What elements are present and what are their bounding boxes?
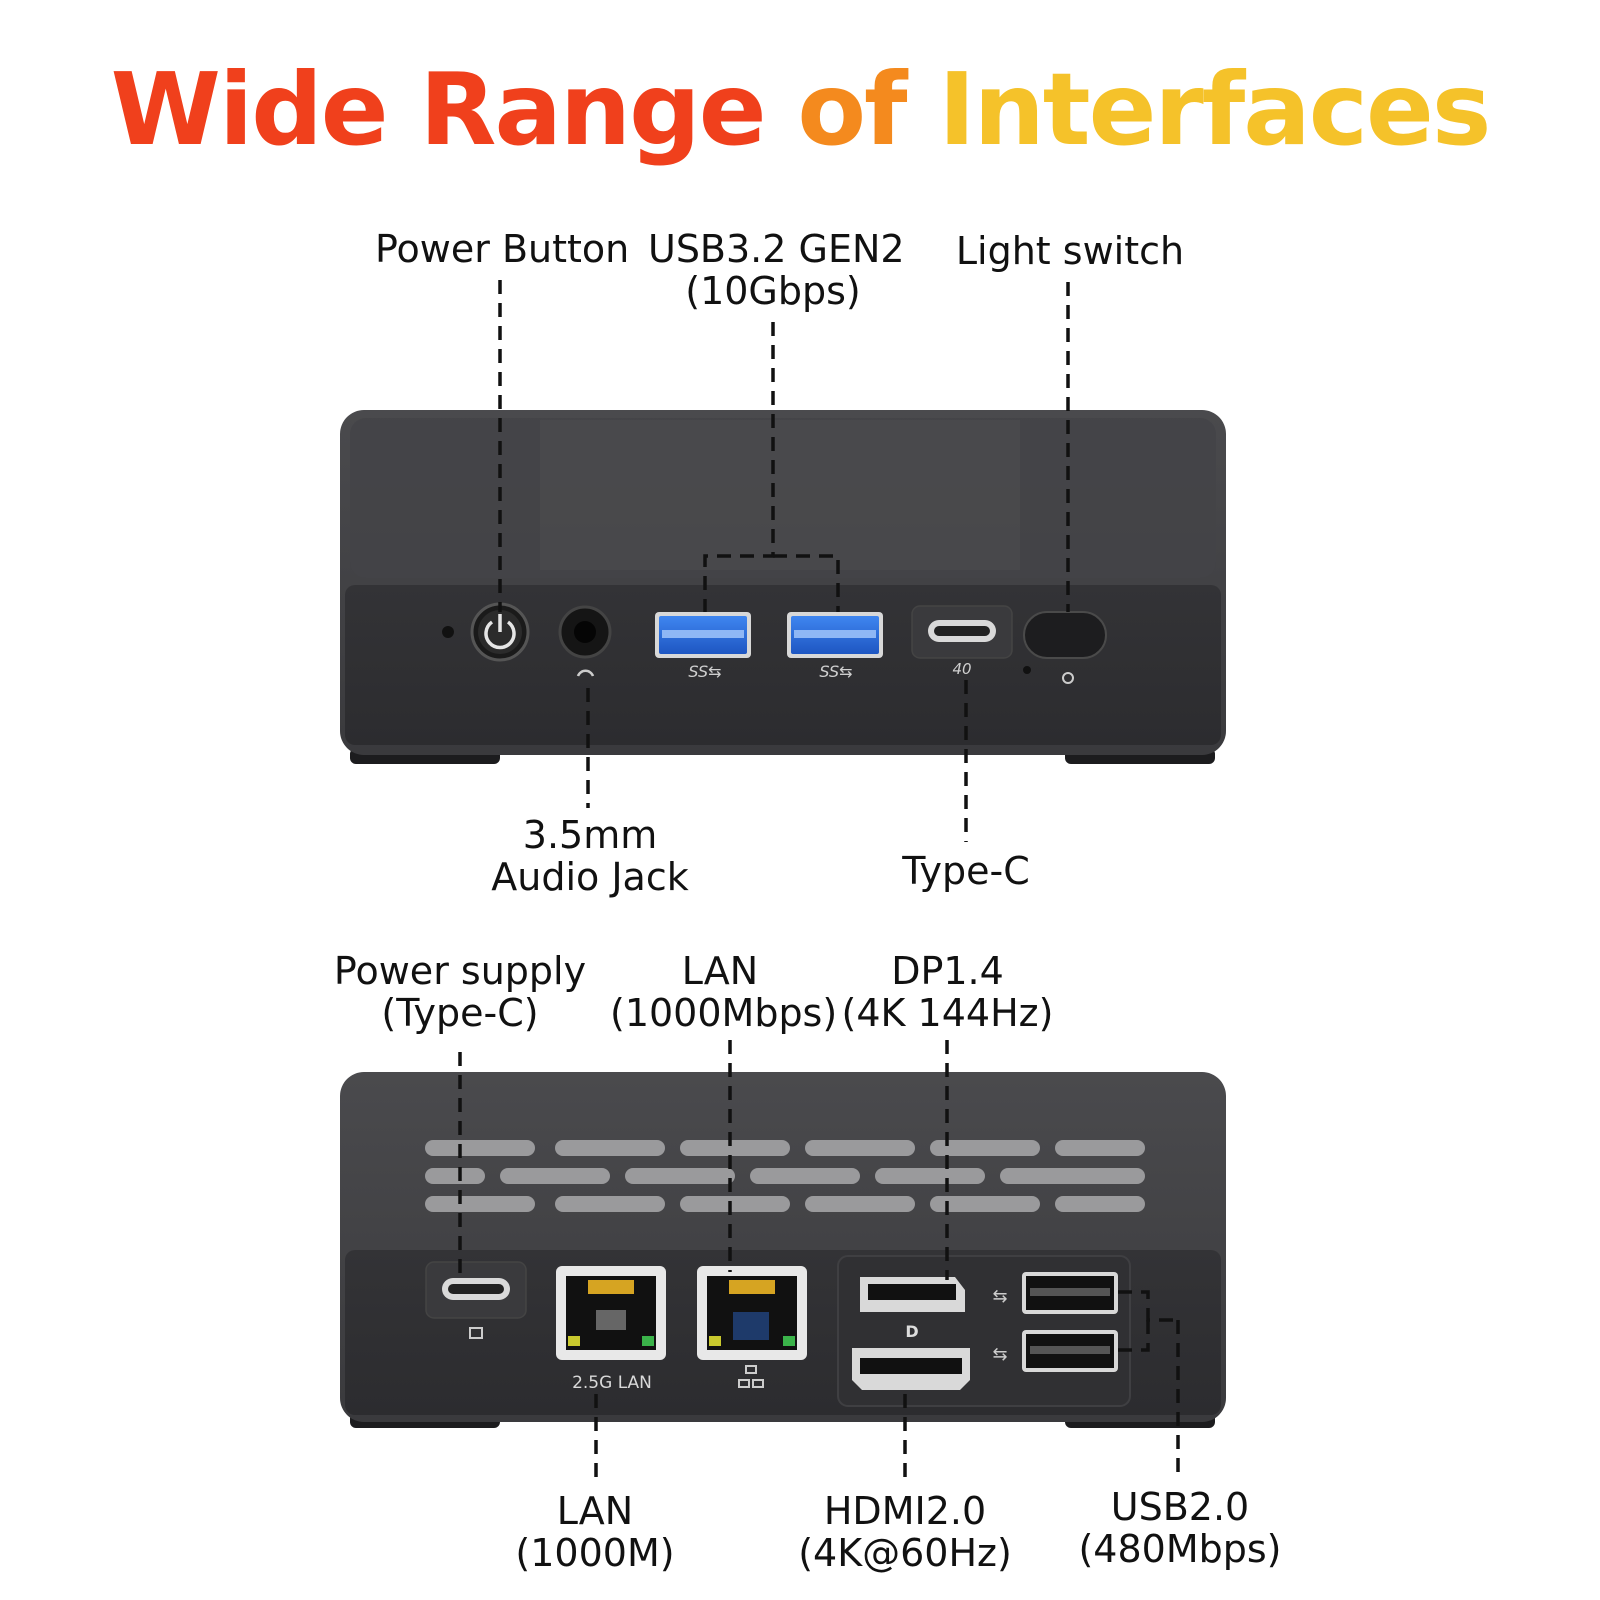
rear-callout-lines xyxy=(458,1040,1180,1480)
title-part-2: of xyxy=(797,51,907,168)
typec-badge-text: 40 xyxy=(952,660,971,678)
label-dp: DP1.4 (4K 144Hz) xyxy=(841,949,1054,1035)
front-unit: SS⇆ SS⇆ 40 xyxy=(340,410,1226,764)
lan-25g-port-label: 2.5G LAN xyxy=(572,1373,652,1393)
rear-unit: D ⇆ ⇆ 2.5G LAN xyxy=(340,1072,1226,1428)
label-usb32: USB3.2 GEN2 (10Gbps) xyxy=(648,227,905,313)
typec-front-port: 40 xyxy=(911,605,1013,678)
power-supply-port xyxy=(425,1261,527,1339)
lan-1000-port xyxy=(697,1266,807,1388)
svg-text:SS⇆: SS⇆ xyxy=(819,662,852,681)
svg-text:⇆: ⇆ xyxy=(992,1344,1007,1365)
title-part-3: Interfaces xyxy=(938,51,1491,168)
label-hdmi: HDMI2.0 (4K@60Hz) xyxy=(798,1489,1012,1575)
label-power-supply: Power supply (Type-C) xyxy=(333,949,587,1035)
label-usb2: USB2.0 (480Mbps) xyxy=(1078,1485,1282,1571)
usb2-port-2: ⇆ xyxy=(992,1330,1118,1372)
svg-text:⇆: ⇆ xyxy=(992,1286,1007,1307)
label-power-button: Power Button xyxy=(375,227,630,271)
front-callout-lines xyxy=(498,280,1070,842)
hdmi-port xyxy=(852,1348,970,1390)
label-light-switch: Light switch xyxy=(955,229,1185,273)
label-typec: Type-C xyxy=(902,849,1030,893)
dp-port: D xyxy=(860,1277,965,1341)
svg-text:SS⇆: SS⇆ xyxy=(688,662,721,681)
svg-text:D: D xyxy=(905,1322,918,1341)
label-lan-top: LAN (1000Mbps) xyxy=(610,949,838,1035)
usb2-port-1: ⇆ xyxy=(992,1272,1118,1314)
label-audio-jack: 3.5mm Audio Jack xyxy=(491,813,689,899)
page-title: Wide Range of Interfaces xyxy=(0,55,1600,165)
title-part-1: Wide Range xyxy=(110,51,767,168)
lan-25g-port xyxy=(556,1266,666,1360)
usb3-port-2: SS⇆ xyxy=(787,612,883,681)
usb3-port-1: SS⇆ xyxy=(655,612,751,681)
light-switch-button xyxy=(1023,611,1107,659)
label-lan-bottom: LAN (1000M) xyxy=(515,1489,675,1575)
